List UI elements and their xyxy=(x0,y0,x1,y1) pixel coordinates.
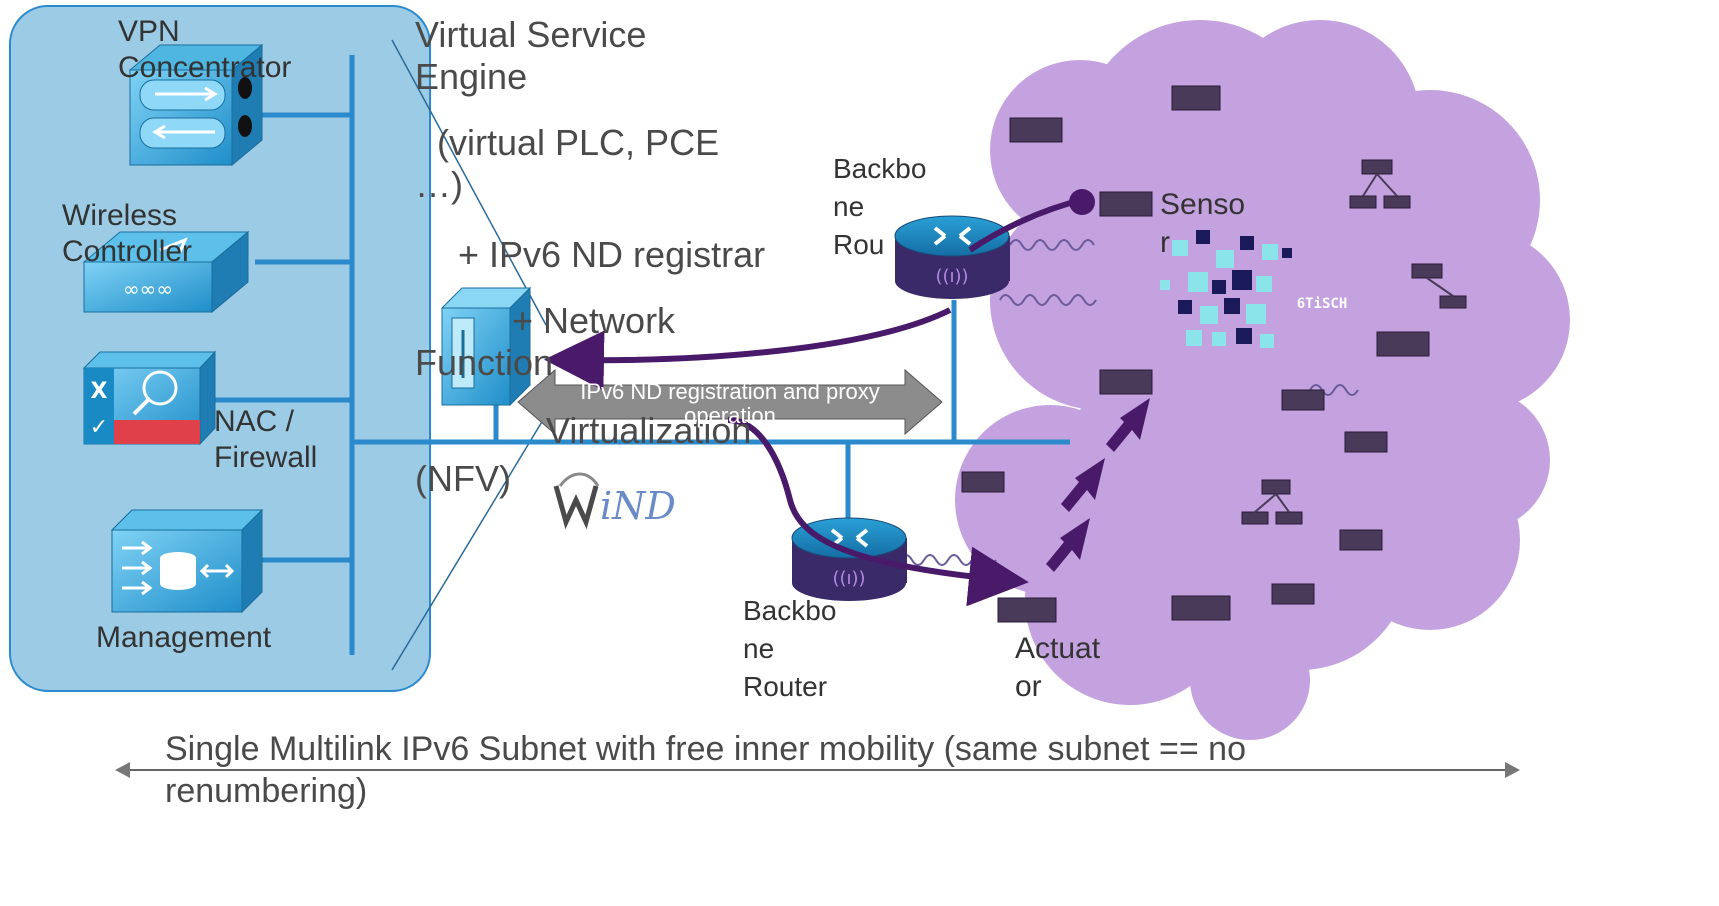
zoom-line-bottom xyxy=(391,414,547,671)
sensor-anchor-dot xyxy=(1069,189,1095,215)
iot-nodes xyxy=(961,85,1467,623)
wireless-controller-label: Wireless Controller xyxy=(62,199,193,268)
management-server-icon xyxy=(110,508,264,614)
data-center-panel xyxy=(9,5,431,692)
proxy-operation-label: IPv6 ND registration and proxy operation xyxy=(580,379,880,428)
subnet-span-arrow xyxy=(115,762,1520,778)
svg-text:((ı)): ((ı)) xyxy=(832,568,865,589)
backbone-router-top-label: Backbo ne Rou xyxy=(833,153,927,260)
svg-text:((ı)): ((ı)) xyxy=(935,266,968,287)
vse-line-8: Virtualization xyxy=(546,410,752,451)
mobility-arrows xyxy=(1046,398,1150,572)
vse-line-9: (NFV) xyxy=(415,458,511,499)
sixtisch-logo xyxy=(1160,230,1292,348)
sixtisch-logo-text: 6TiSCH xyxy=(1297,296,1348,312)
nac-firewall-label: NAC / Firewall xyxy=(214,405,318,474)
subnet-caption: Single Multilink IPv6 Subnet with free i… xyxy=(165,730,1246,810)
svg-text:∞∞∞: ∞∞∞ xyxy=(123,277,173,301)
sensor-label: Senso r xyxy=(1160,188,1246,259)
svg-text:X: X xyxy=(91,379,108,404)
vse-line-5: + IPv6 ND registrar xyxy=(458,234,766,275)
vse-line-4: …) xyxy=(415,164,463,205)
backbone-router-top-icon: ((ı)) xyxy=(894,215,1010,299)
virtual-service-engine-icon xyxy=(440,286,532,407)
vpn-concentrator-icon xyxy=(128,43,264,167)
backbone-router-bottom-label: Backbo ne Router xyxy=(743,595,837,702)
vse-line-6: + Network xyxy=(512,300,676,341)
backbone-router-bottom-icon: ((ı)) xyxy=(791,517,907,601)
vse-line-7: Function xyxy=(415,342,554,383)
vse-line-2: Engine xyxy=(415,56,528,97)
zoom-line-top xyxy=(391,39,547,326)
vse-line-1: Virtual Service xyxy=(415,14,647,55)
wind-logo-text: iND xyxy=(600,484,676,528)
management-label: Management xyxy=(96,621,272,654)
actuator-label: Actuat or xyxy=(1015,632,1101,703)
wind-logo-mark xyxy=(553,472,600,530)
registration-flow-arrows xyxy=(544,197,1083,607)
vpn-concentrator-label: VPN Concentrator xyxy=(118,15,292,84)
wireless-controller-icon: ∞∞∞ xyxy=(82,230,250,314)
svg-text:✓: ✓ xyxy=(90,415,108,440)
backbone-bus xyxy=(210,55,1070,655)
iot-node-links xyxy=(1254,173,1454,513)
vse-line-3: (virtual PLC, PCE xyxy=(437,122,720,163)
nac-firewall-icon: X ✓ xyxy=(82,350,217,446)
